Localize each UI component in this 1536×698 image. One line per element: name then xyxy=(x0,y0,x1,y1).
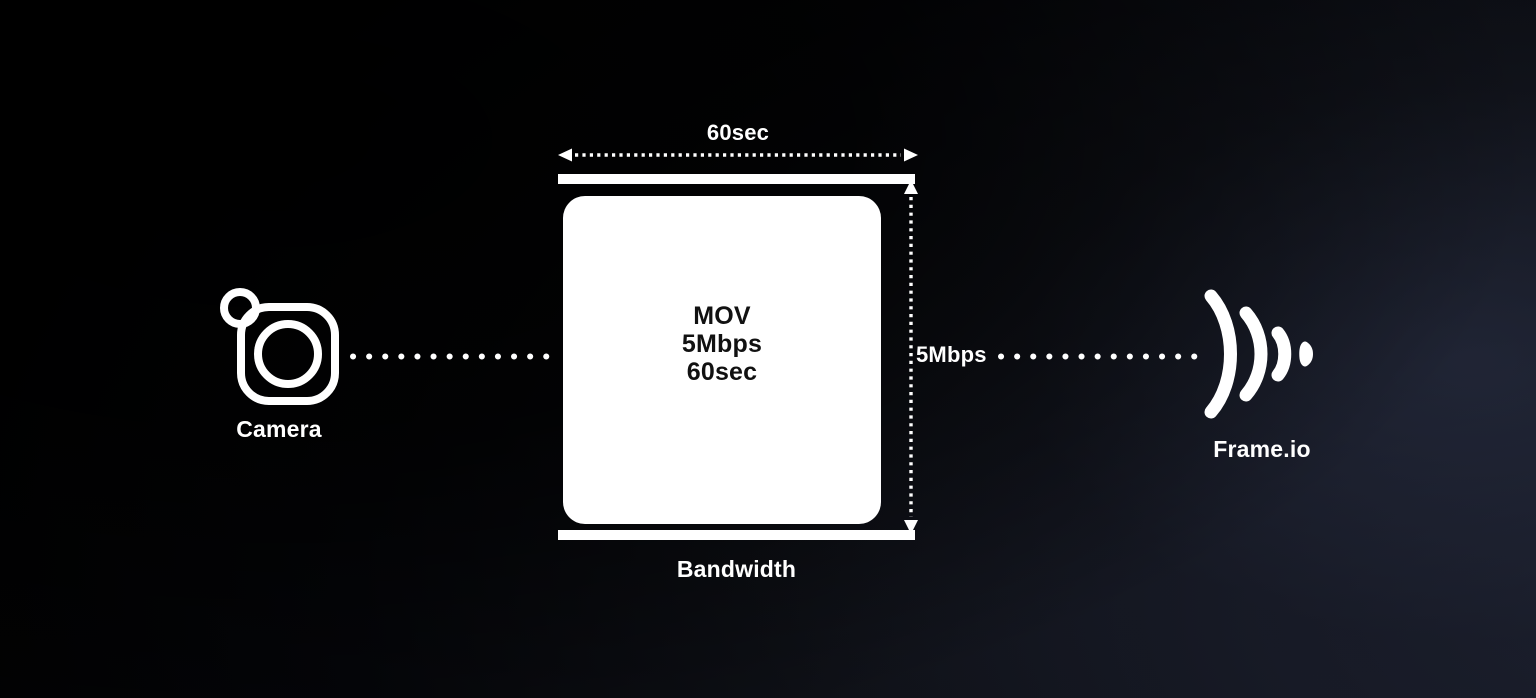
source-node-camera: Camera xyxy=(214,282,370,454)
connector-camera-to-pipe xyxy=(350,353,562,360)
file-card-text: MOV 5Mbps 60sec xyxy=(563,302,881,386)
camera-icon xyxy=(214,282,344,406)
wifi-broadcast-icon xyxy=(1193,288,1323,420)
width-measurement-arrow-line xyxy=(558,147,918,163)
file-card-line-bitrate: 5Mbps xyxy=(681,330,763,358)
arrowhead-down xyxy=(904,520,918,534)
width-measurement-label: 60sec xyxy=(706,120,770,145)
width-measurement: 60sec xyxy=(558,120,918,168)
destination-node-frameio: Frame.io xyxy=(1185,288,1355,478)
file-card: MOV 5Mbps 60sec xyxy=(563,196,881,524)
bandwidth-caption: Bandwidth xyxy=(676,556,797,582)
bandwidth-pipe: MOV 5Mbps 60sec xyxy=(558,174,915,540)
pipe-bottom-rail xyxy=(558,530,915,540)
height-measurement: 5Mbps xyxy=(900,180,986,534)
camera-label: Camera xyxy=(236,416,322,442)
arrowhead-right xyxy=(904,148,918,162)
file-card-line-format: MOV xyxy=(693,302,751,330)
height-measurement-arrow-line xyxy=(900,180,922,534)
file-card-line-duration: 60sec xyxy=(686,358,758,386)
pipe-top-rail xyxy=(558,174,915,184)
frameio-label: Frame.io xyxy=(1213,436,1311,462)
arrowhead-up xyxy=(904,180,918,194)
height-measurement-label: 5Mbps xyxy=(916,342,987,367)
arrowhead-left xyxy=(558,148,572,162)
connector-pipe-to-frameio xyxy=(998,353,1204,360)
